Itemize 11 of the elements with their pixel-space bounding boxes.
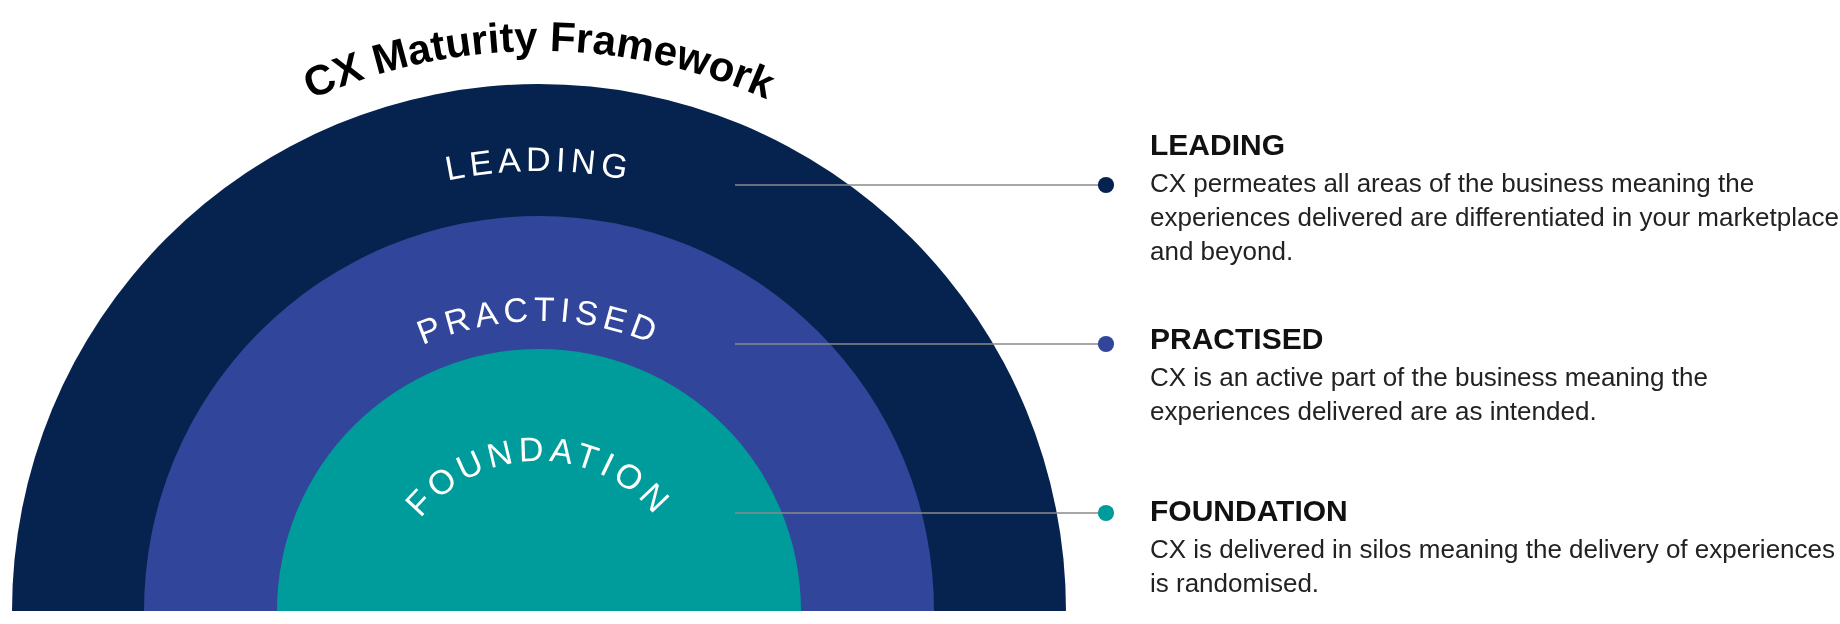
- level-description: CX is an active part of the business meaning the experiences delivered are as intended.: [1150, 361, 1709, 428]
- band-label: LEADING: [441, 139, 636, 188]
- level-heading: PRACTISED: [1150, 322, 1325, 356]
- leader-line: [734, 504, 1115, 522]
- level-heading: FOUNDATION: [1150, 494, 1349, 528]
- level-description: CX permeates all areas of the business meaning the experiences delivered are differentiated in your marketplace and beyond.: [1150, 167, 1840, 268]
- band-label: PRACTISED: [411, 289, 667, 352]
- leader-line: [734, 335, 1115, 353]
- leader-line: [734, 176, 1115, 194]
- level-description: CX is delivered in silos meaning the delivery of experiences is randomised.: [1150, 533, 1836, 600]
- level-heading: LEADING: [1150, 128, 1286, 162]
